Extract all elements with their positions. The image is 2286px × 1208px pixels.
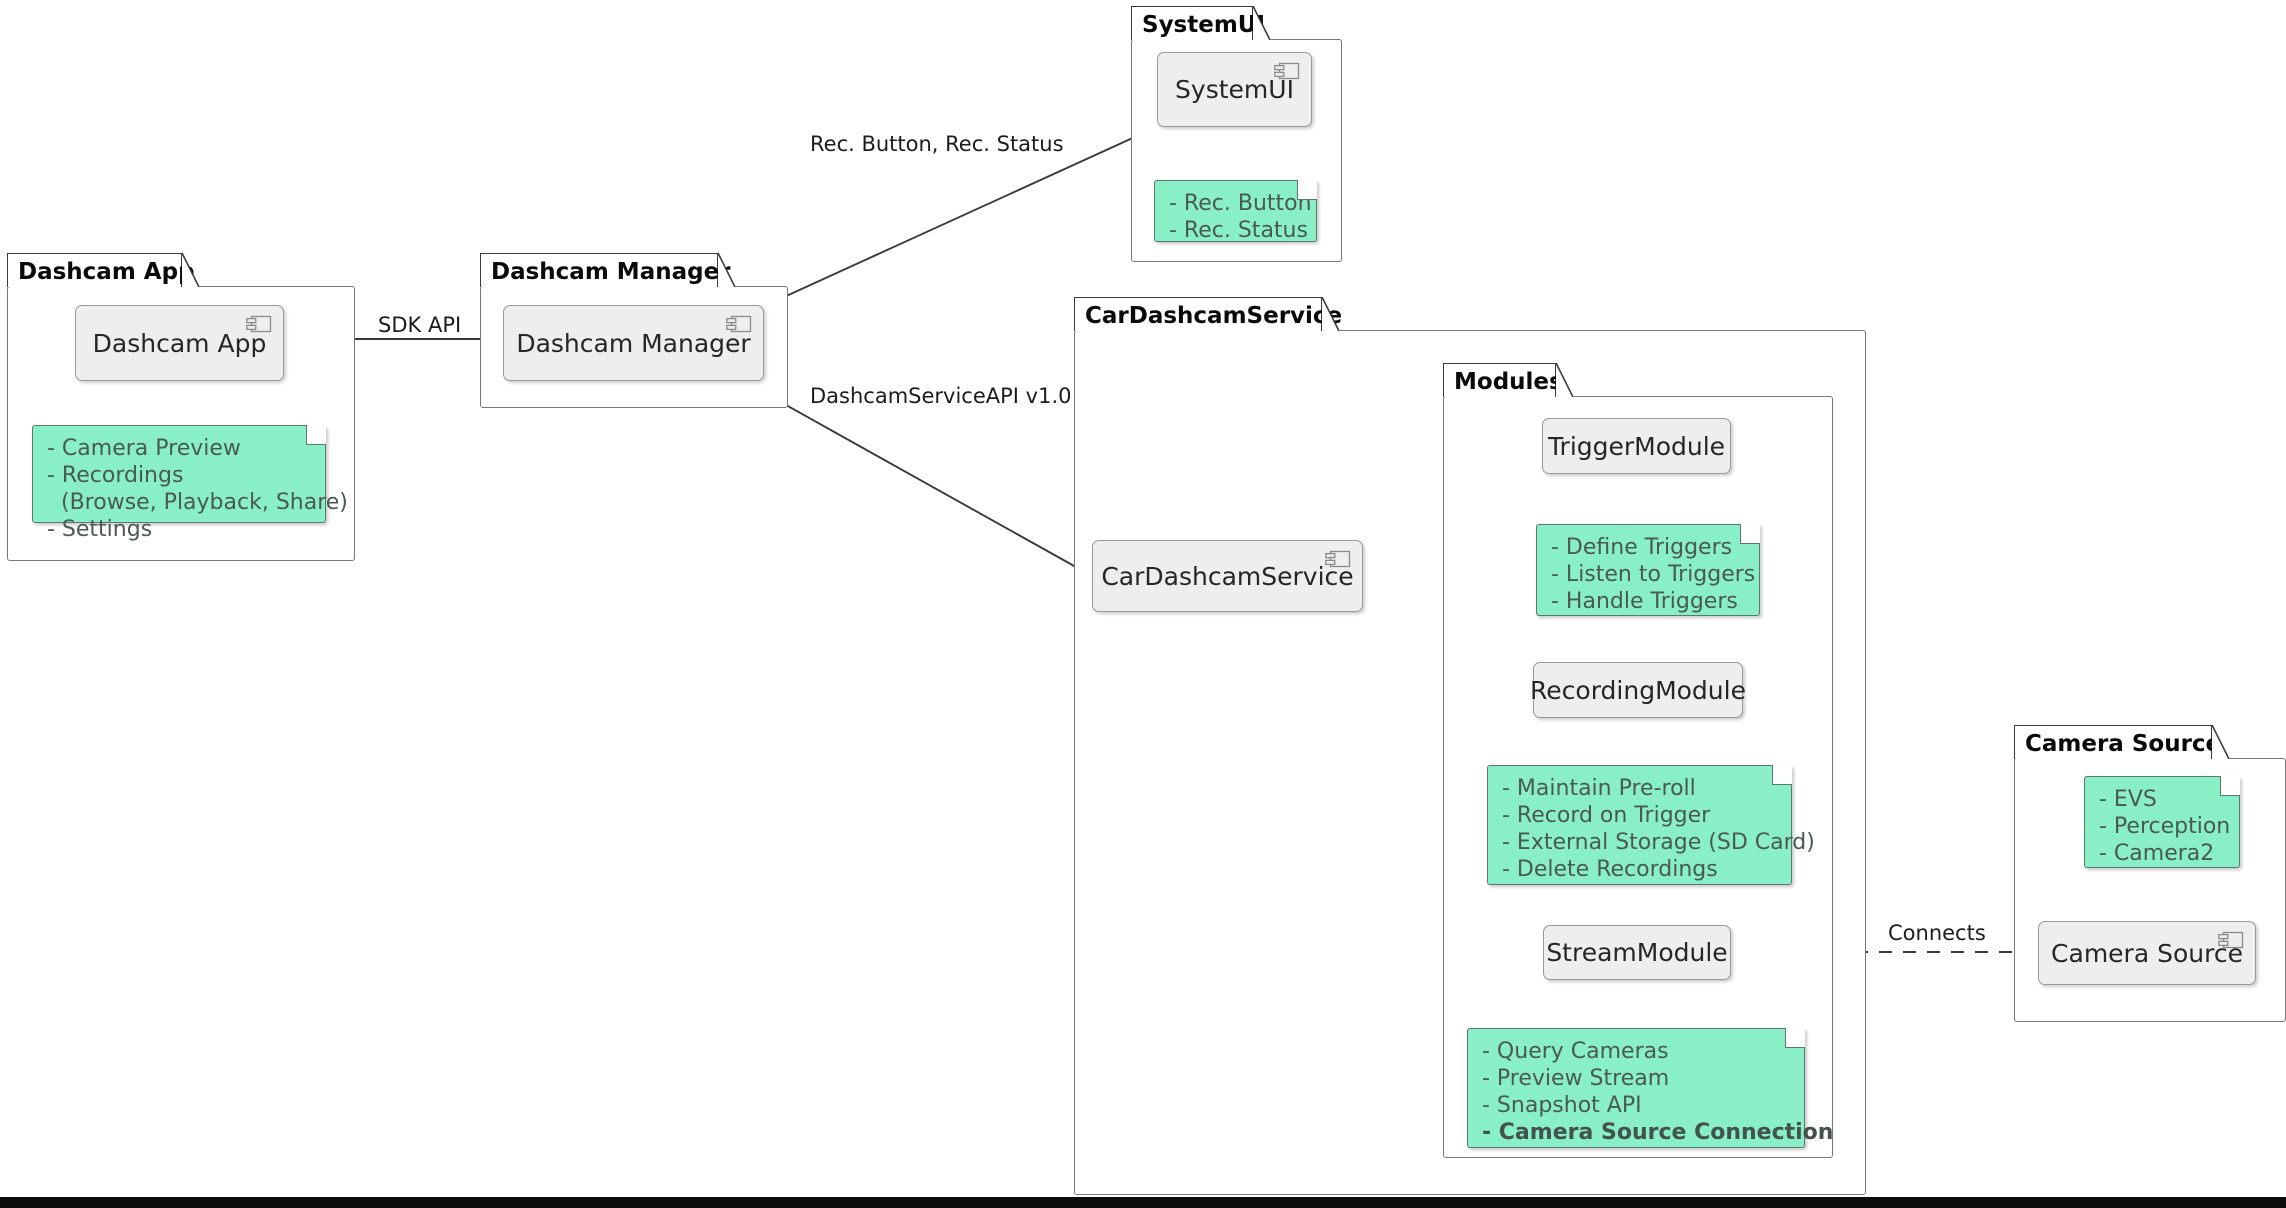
component-label-trigger-module: TriggerModule (1547, 431, 1726, 461)
note-line: (Browse, Playback, Share) (61, 490, 348, 515)
note-line: - External Storage (SD Card) (1502, 830, 1815, 855)
uml-component-icon (1274, 62, 1300, 80)
component-system-ui[interactable]: SystemUI (1157, 52, 1312, 127)
note-line: - Handle Triggers (1551, 589, 1738, 614)
note-line: - Rec. Button (1169, 191, 1312, 216)
note-trigger-module: - Define Triggers - Listen to Triggers -… (1536, 524, 1760, 616)
viewport-bottom-bar (0, 1197, 2286, 1208)
note-line: - Maintain Pre-roll (1502, 776, 1696, 801)
uml-component-icon (246, 315, 272, 333)
package-tab-system-ui: SystemUI (1131, 6, 1265, 40)
component-camera-source[interactable]: Camera Source (2038, 921, 2256, 985)
note-camera-source: - EVS - Perception - Camera2 (2084, 776, 2240, 868)
edge-rec-button-rec-status (726, 130, 1149, 324)
note-line: - Recordings (47, 463, 184, 488)
note-line: - Camera Preview (47, 436, 241, 461)
edge-label-connects: Connects (1888, 921, 1986, 945)
component-label-dashcam-app: Dashcam App (92, 328, 267, 358)
component-stream-module[interactable]: StreamModule (1543, 925, 1731, 980)
package-tab-modules: Modules (1443, 363, 1563, 397)
component-label-camera-source: Camera Source (2051, 938, 2243, 968)
component-dashcam-app[interactable]: Dashcam App (75, 305, 284, 381)
component-label-dashcam-manager: Dashcam Manager (516, 328, 751, 358)
component-car-dashcam-service[interactable]: CarDashcamService (1092, 540, 1363, 612)
note-line: - Camera2 (2099, 841, 2215, 866)
note-line: - Rec. Status (1169, 218, 1308, 243)
note-stream-module: - Query Cameras - Preview Stream - Snaps… (1467, 1028, 1834, 1148)
component-dashcam-manager[interactable]: Dashcam Manager (503, 305, 764, 381)
uml-component-icon (726, 315, 752, 333)
package-tab-notch (1556, 363, 1573, 397)
package-label-car-dashcam-service: CarDashcamService (1085, 303, 1343, 329)
component-label-recording-module: RecordingModule (1530, 675, 1746, 705)
package-tab-notch (182, 253, 199, 287)
package-label-system-ui: SystemUI (1142, 12, 1266, 38)
package-tab-dashcam-app: Dashcam App (7, 253, 195, 287)
package-tab-camera-source: Camera Source (2014, 725, 2221, 759)
note-line: - Define Triggers (1551, 535, 1733, 560)
note-line: - EVS (2099, 787, 2157, 812)
package-tab-car-dashcam-service: CarDashcamService (1074, 297, 1342, 331)
note-line: - Query Cameras (1482, 1039, 1669, 1064)
component-label-stream-module: StreamModule (1546, 938, 1728, 967)
package-tab-notch (1253, 6, 1270, 40)
uml-component-icon (1325, 550, 1351, 568)
package-label-dashcam-manager: Dashcam Manager (491, 259, 731, 285)
package-tab-notch (1322, 297, 1339, 331)
component-label-system-ui: SystemUI (1175, 75, 1294, 104)
note-dashcam-app: - Camera Preview - Recordings (Browse, P… (32, 425, 348, 542)
component-trigger-module[interactable]: TriggerModule (1542, 418, 1731, 474)
package-tab-notch (718, 253, 735, 287)
note-line: - Perception (2099, 814, 2231, 839)
package-tab-notch (2212, 725, 2229, 759)
component-recording-module[interactable]: RecordingModule (1530, 662, 1746, 718)
component-label-car-dashcam-service: CarDashcamService (1101, 561, 1354, 591)
note-line: - Listen to Triggers (1551, 562, 1756, 587)
note-line: - Preview Stream (1482, 1066, 1670, 1091)
package-tab-dashcam-manager: Dashcam Manager (480, 253, 731, 287)
edge-label-rec-button-rec-status: Rec. Button, Rec. Status (810, 132, 1064, 156)
note-line: - Record on Trigger (1502, 803, 1711, 828)
package-label-dashcam-app: Dashcam App (18, 259, 195, 285)
package-label-camera-source: Camera Source (2025, 731, 2222, 757)
note-recording-module: - Maintain Pre-roll - Record on Trigger … (1487, 765, 1815, 885)
note-line: - Settings (47, 517, 153, 542)
note-line: - Delete Recordings (1502, 857, 1718, 882)
package-label-modules: Modules (1454, 369, 1563, 395)
note-line: - Camera Source Connection (1482, 1120, 1834, 1145)
uml-component-icon (2218, 931, 2244, 949)
note-line: - Snapshot API (1482, 1093, 1642, 1118)
edge-label-sdk-api: SDK API (378, 313, 462, 337)
note-system-ui: - Rec. Button - Rec. Status (1154, 180, 1317, 243)
edge-label-dashcamserviceapi: DashcamServiceAPI v1.0 (810, 384, 1072, 408)
